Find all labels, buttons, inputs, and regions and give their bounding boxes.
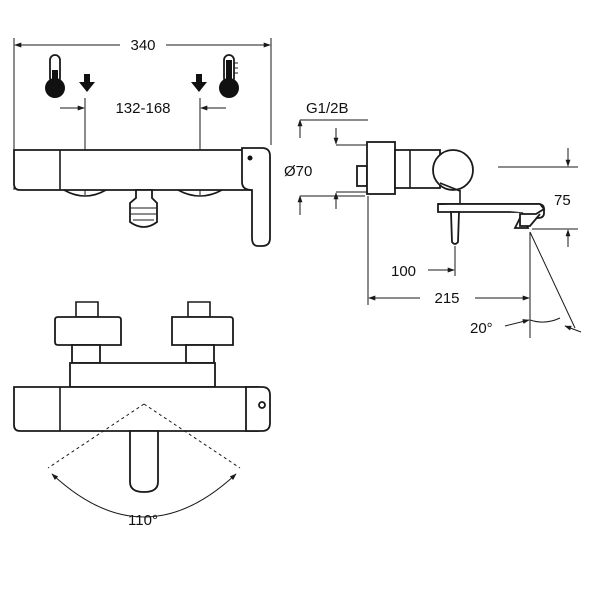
side-view: G1/2B Ø70 75 100: [284, 100, 582, 338]
dimension-spray-angle: 20°: [470, 320, 493, 337]
label-connection-thread: G1/2B: [306, 100, 349, 117]
dimension-spout-height: 75: [554, 192, 571, 209]
dimension-handle-rotation: 110°: [128, 512, 158, 529]
dimension-overall-width: 340: [130, 37, 155, 54]
dimension-inlet-centers: 132-168: [115, 100, 170, 117]
top-view: 110°: [13, 301, 271, 529]
arrow-down-icon: [79, 74, 95, 92]
thermometer-hot-icon: [219, 54, 239, 98]
dimension-body-diameter: Ø70: [284, 163, 312, 180]
thermometer-cold-icon: [45, 54, 65, 98]
dimension-spout-projection: 215: [434, 290, 459, 307]
dimension-handle-projection: 100: [391, 263, 416, 280]
front-view: 340 132-168: [13, 37, 272, 247]
arrow-down-icon: [191, 74, 207, 92]
